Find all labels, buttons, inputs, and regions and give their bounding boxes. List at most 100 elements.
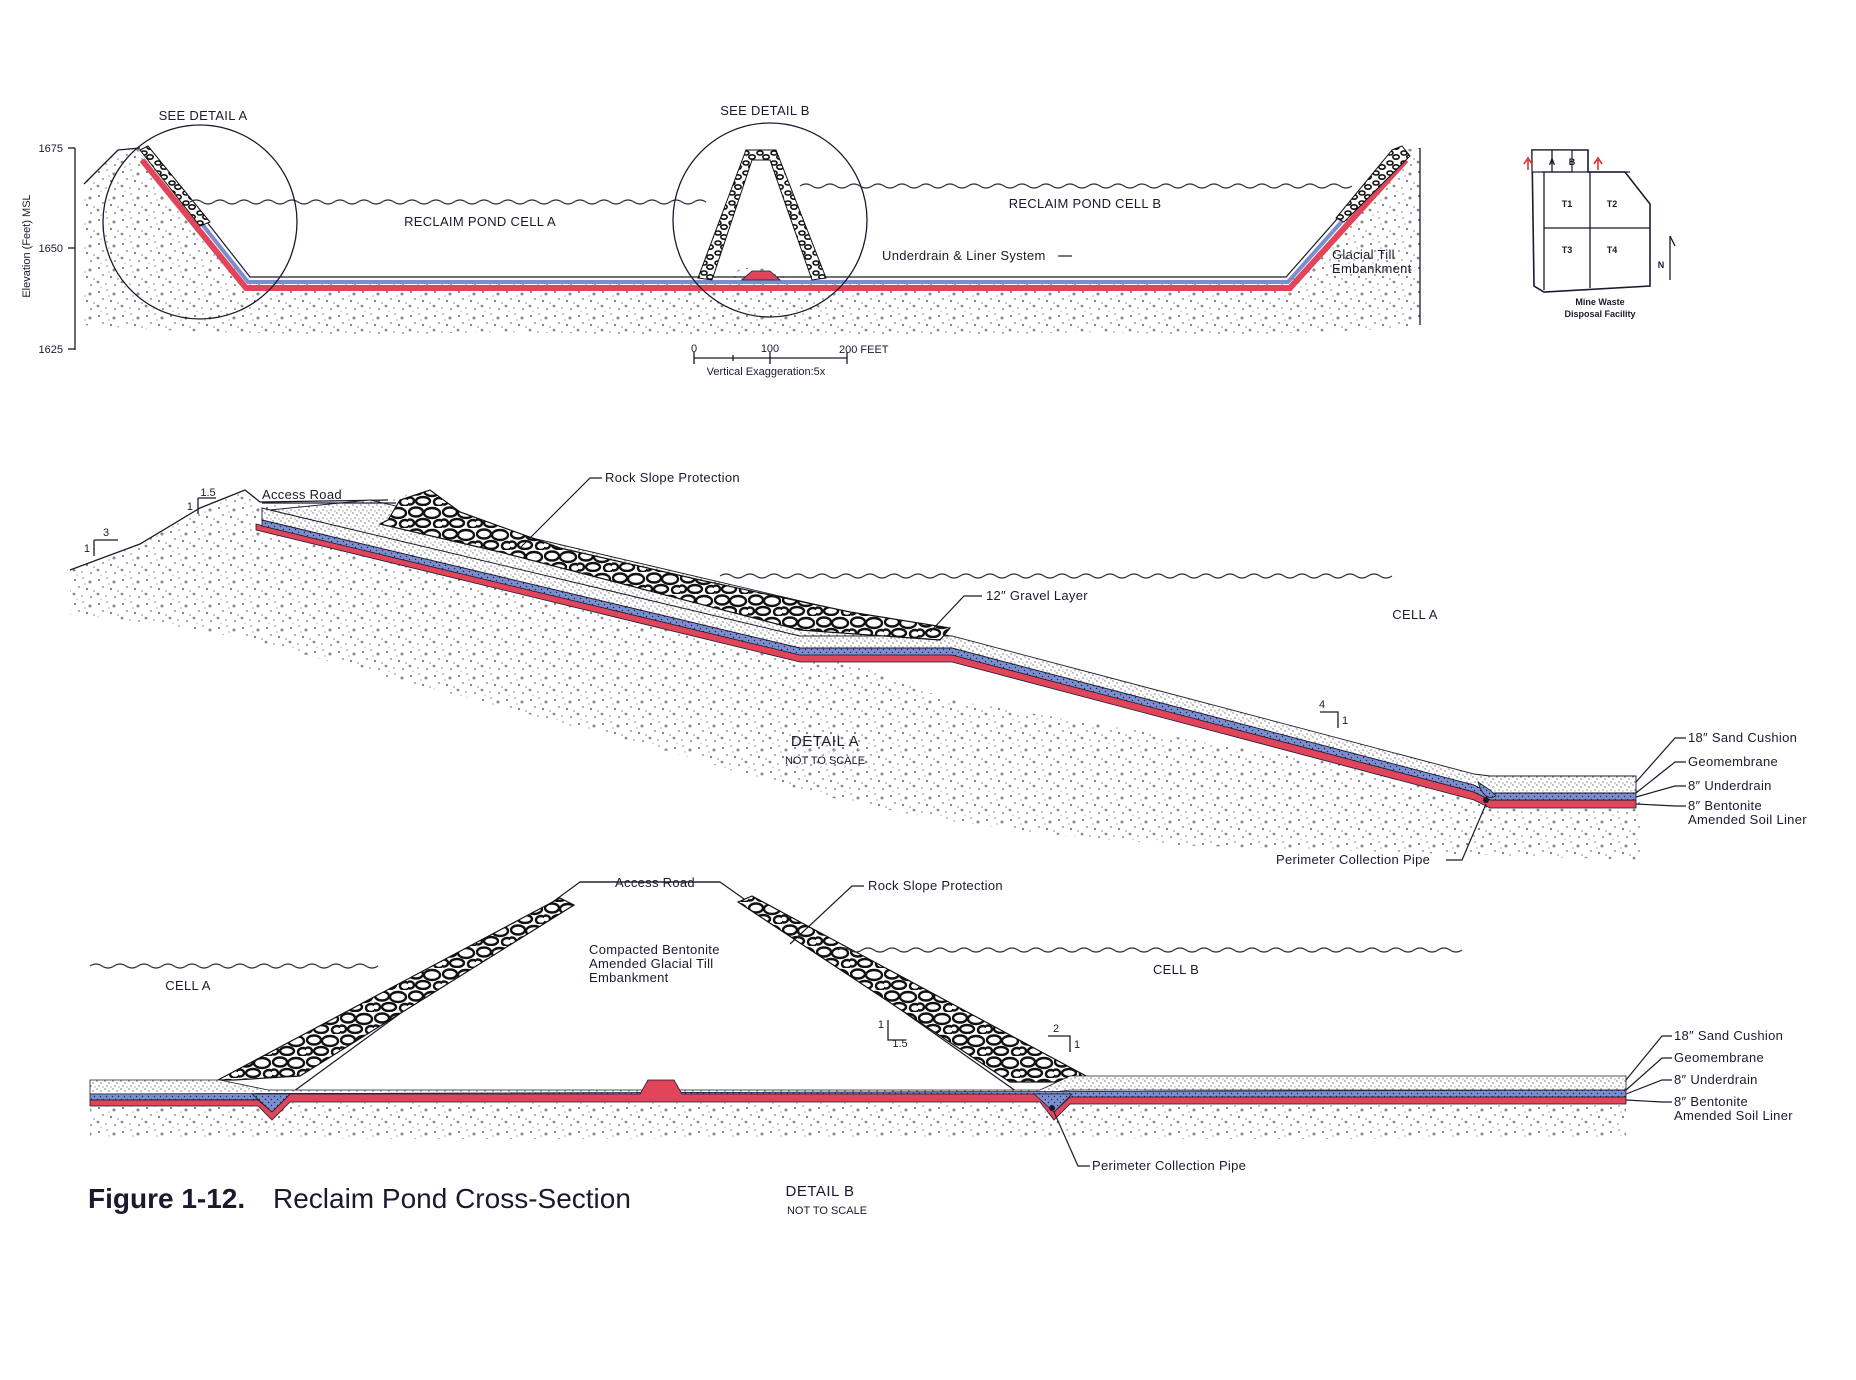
- detail-b-slope-symbol-2: [1048, 1035, 1071, 1052]
- detail-a-subtitle: NOT TO SCALE: [785, 755, 865, 767]
- detail-a-rock-protection: [378, 489, 952, 641]
- key-map-section-arrow-right: [1593, 156, 1603, 170]
- detail-a-layer-underdrain-label: 8″ Underdrain: [1688, 778, 1772, 793]
- figure-number: Figure 1-12.: [88, 1183, 245, 1214]
- detail-b-section: 1 1.5 2 1 Access Road Rock Slope Protect…: [89, 875, 1793, 1217]
- detail-a-slope-3-rise: 1: [1342, 715, 1348, 727]
- vertical-exaggeration-note: Vertical Exaggeration:5x: [707, 366, 826, 378]
- detail-b-title: DETAIL B: [785, 1183, 854, 1200]
- detail-b-slope-1-run: 1.5: [892, 1038, 907, 1050]
- y-tick-label-1675: 1675: [39, 143, 63, 155]
- detail-a-slope-symbol-2: [93, 539, 118, 556]
- detail-a-rock-slope-leader: [519, 477, 602, 549]
- cell-a-label: RECLAIM POND CELL A: [404, 214, 556, 229]
- key-map-label-t2: T2: [1607, 199, 1618, 209]
- overview-left-rock-slope: [139, 145, 211, 227]
- detail-a-slope-1-rise: 1: [187, 501, 193, 513]
- detail-a-rock-slope-label: Rock Slope Protection: [605, 470, 740, 485]
- overview-soil-body: [84, 148, 1420, 335]
- see-detail-a-label: SEE DETAIL A: [159, 108, 248, 123]
- detail-b-access-road-label: Access Road: [615, 875, 695, 890]
- detail-b-callout-circle: [672, 122, 868, 318]
- detail-b-layer-underdrain-label: 8″ Underdrain: [1674, 1072, 1758, 1087]
- detail-b-slope-1-rise: 1: [878, 1019, 884, 1031]
- detail-a-soil-body: [70, 488, 1640, 860]
- detail-a-layer-liner-label: Amended Soil Liner: [1688, 812, 1807, 827]
- detail-a-layer-bentonite-leader: [1635, 803, 1686, 807]
- detail-b-embankment-label-2: Amended Glacial Till: [589, 956, 714, 971]
- detail-b-right-drain-trench: [1032, 1093, 1073, 1113]
- detail-a-access-road-label: Access Road: [262, 487, 342, 502]
- detail-a-slope-2-rise: 1: [84, 543, 90, 555]
- y-axis-label: Elevation (Feet) MSL: [21, 194, 33, 297]
- underdrain-liner-label: Underdrain & Liner System: [882, 248, 1046, 263]
- detail-a-gravel-leader: [929, 595, 982, 633]
- detail-a-water: [719, 573, 1393, 579]
- detail-a-layer-sand-label: 18″ Sand Cushion: [1688, 730, 1797, 745]
- key-map-section-arrow-left: [1523, 156, 1533, 170]
- detail-a-layer-geomembrane-leader: [1635, 761, 1686, 794]
- overview-blue-underdrain: [146, 154, 1402, 284]
- detail-b-soil-body: [90, 1094, 1626, 1139]
- glacial-till-label-1: Glacial Till: [1332, 247, 1395, 262]
- detail-b-pipe-label: Perimeter Collection Pipe: [1092, 1158, 1246, 1173]
- detail-b-slope-2-rise: 1: [1074, 1039, 1080, 1051]
- key-map-caption-1: Mine Waste: [1575, 297, 1624, 307]
- detail-b-layer-geomembrane-label: Geomembrane: [1674, 1050, 1764, 1065]
- detail-a-slope-symbol-3: [1320, 711, 1339, 728]
- detail-a-pipe-label: Perimeter Collection Pipe: [1276, 852, 1430, 867]
- overview-divider-dike: [697, 149, 827, 281]
- detail-b-cell-b-label: CELL B: [1153, 962, 1199, 977]
- y-tick-label-1650: 1650: [39, 243, 63, 255]
- key-map-label-t1: T1: [1562, 199, 1573, 209]
- detail-b-layer-underdrain-leader: [1625, 1079, 1672, 1095]
- overview-center-mound: [740, 270, 782, 281]
- glacial-till-label-2: Embankment: [1332, 261, 1412, 276]
- detail-b-collection-pipe: [1049, 1105, 1055, 1111]
- detail-b-red-liner: [89, 1079, 1627, 1121]
- key-map: A B T1 T2 T3 T4 Mine Waste Disposal Faci…: [1523, 149, 1676, 319]
- detail-a-layer-sand-leader: [1635, 737, 1686, 783]
- detail-a-gravel-label: 12″ Gravel Layer: [986, 588, 1088, 603]
- scale-label-200: 200 FEET: [839, 344, 889, 356]
- detail-b-water-cell-b: [837, 947, 1463, 953]
- detail-b-cell-a-label: CELL A: [165, 978, 210, 993]
- cell-b-label: RECLAIM POND CELL B: [1009, 196, 1162, 211]
- scale-label-0: 0: [691, 343, 697, 355]
- overview-water-cell-a: [189, 199, 707, 205]
- detail-b-left-rock: [217, 897, 576, 1081]
- detail-a-slope-symbol-1: [197, 497, 216, 514]
- overview-red-liner: [139, 157, 1409, 291]
- overview-right-rock-slope: [1335, 145, 1411, 223]
- scale-label-100: 100: [761, 343, 779, 355]
- key-map-caption-2: Disposal Facility: [1564, 309, 1635, 319]
- y-tick-label-1625: 1625: [39, 344, 63, 356]
- detail-a-layer-geomembrane-label: Geomembrane: [1688, 754, 1778, 769]
- detail-a-collection-pipe: [1483, 797, 1489, 803]
- detail-a-layer-bentonite-label: 8″ Bentonite: [1688, 798, 1762, 813]
- detail-b-slope-symbol-1: [887, 1020, 906, 1041]
- detail-b-slope-2-run: 2: [1053, 1023, 1059, 1035]
- see-detail-b-label: SEE DETAIL B: [720, 103, 810, 118]
- detail-a-title: DETAIL A: [791, 733, 859, 750]
- figure-caption: Figure 1-12. Reclaim Pond Cross-Section: [88, 1183, 631, 1214]
- detail-a-callout-circle: [102, 124, 298, 320]
- overview-section: 1675 1650 1625 Elevation (Feet) MSL SEE …: [21, 103, 1421, 378]
- detail-a-slope-2-run: 3: [103, 527, 109, 539]
- overview-scale-bar: 0 100 200 FEET Vertical Exaggeration:5x: [691, 343, 889, 378]
- key-map-label-t3: T3: [1562, 245, 1573, 255]
- key-map-label-b: B: [1569, 157, 1576, 167]
- detail-a-pipe-leader: [1446, 803, 1487, 861]
- detail-b-embankment-label-1: Compacted Bentonite: [589, 942, 720, 957]
- detail-b-layer-liner-label: Amended Soil Liner: [1674, 1108, 1793, 1123]
- detail-b-layer-geomembrane-leader: [1625, 1057, 1672, 1091]
- detail-a-section: 1.5 1 3 1 4 1 Access Road Rock Slope Pro…: [69, 470, 1807, 867]
- overview-water-cell-b: [799, 183, 1353, 189]
- detail-a-cell-label: CELL A: [1392, 607, 1437, 622]
- detail-a-slope-3-run: 4: [1319, 699, 1325, 711]
- detail-a-drain-trench: [1477, 781, 1497, 798]
- detail-b-embankment-label-3: Embankment: [589, 970, 669, 985]
- north-label: N: [1658, 260, 1665, 270]
- detail-b-left-drain-trench: [250, 1093, 291, 1113]
